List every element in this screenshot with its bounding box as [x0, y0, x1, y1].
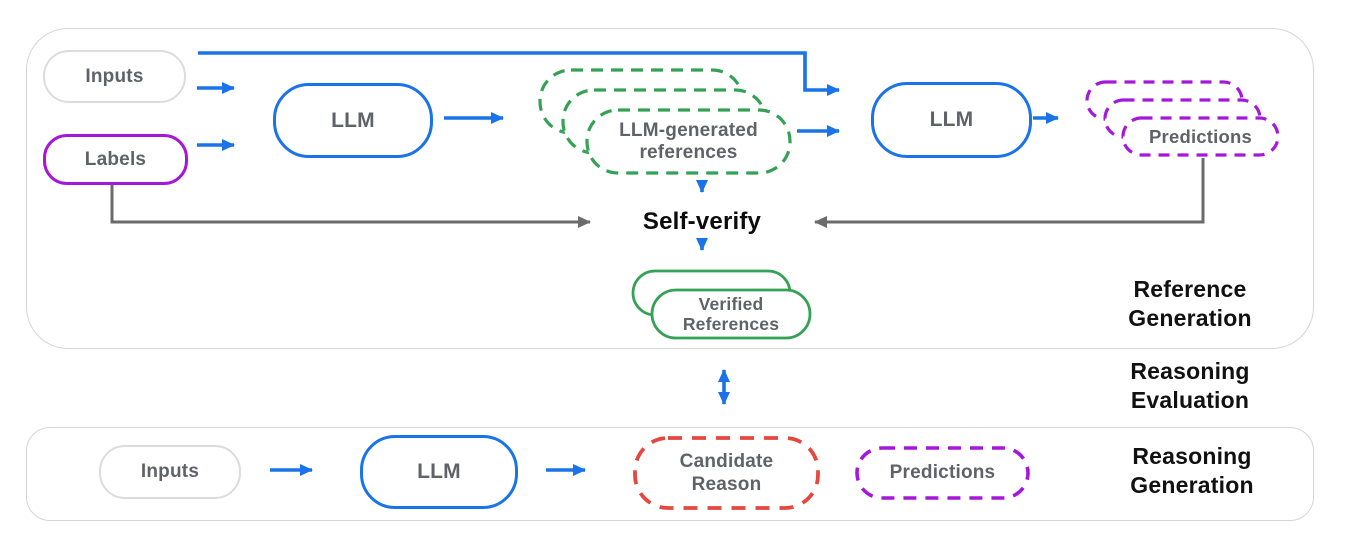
self-verify-label: Self-verify — [642, 208, 762, 235]
inputs-node-top: Inputs — [43, 50, 186, 103]
llm-node-second-label: LLM — [929, 108, 974, 131]
inputs-node-bottom-label: Inputs — [140, 461, 200, 482]
predictions-bottom-label: Predictions — [889, 462, 996, 483]
reference-card-front — [585, 108, 792, 175]
llm-node-second: LLM — [871, 82, 1032, 158]
reference-generation-title: Reference Generation — [1128, 276, 1252, 331]
connector-predictions-to-self-verify — [814, 158, 1205, 228]
candidate-reason-label: Candidate Reason — [679, 451, 774, 495]
arrow-inputs-top-route-to-llm2 — [198, 51, 840, 96]
connector-labels-to-self-verify — [110, 179, 591, 228]
verified-references-stack — [631, 269, 812, 340]
llm-generated-references-stack — [538, 68, 792, 175]
reasoning-generation-title: Reasoning Generation — [1130, 443, 1254, 498]
labels-node-label: Labels — [84, 148, 147, 170]
llm-node-first: LLM — [273, 83, 433, 158]
predictions-stack — [1085, 80, 1280, 157]
llm-node-bottom-label: LLM — [417, 460, 461, 483]
reasoning-evaluation-title: Reasoning Evaluation — [1130, 358, 1250, 413]
inputs-node-top-label: Inputs — [85, 65, 144, 87]
inputs-node-bottom: Inputs — [99, 445, 241, 499]
verified-card-front — [650, 288, 812, 340]
predictions-top-label: Predictions — [1149, 125, 1252, 147]
prediction-card-front — [1121, 116, 1280, 157]
verified-references-label: Verified References — [682, 294, 780, 334]
candidate-reason-card — [633, 436, 820, 510]
llm-node-bottom: LLM — [360, 435, 518, 509]
labels-node: Labels — [43, 134, 188, 185]
predictions-bottom-card — [855, 446, 1030, 500]
llm-node-first-label: LLM — [331, 108, 375, 132]
llm-generated-references-label: LLM-generated references — [619, 119, 758, 163]
